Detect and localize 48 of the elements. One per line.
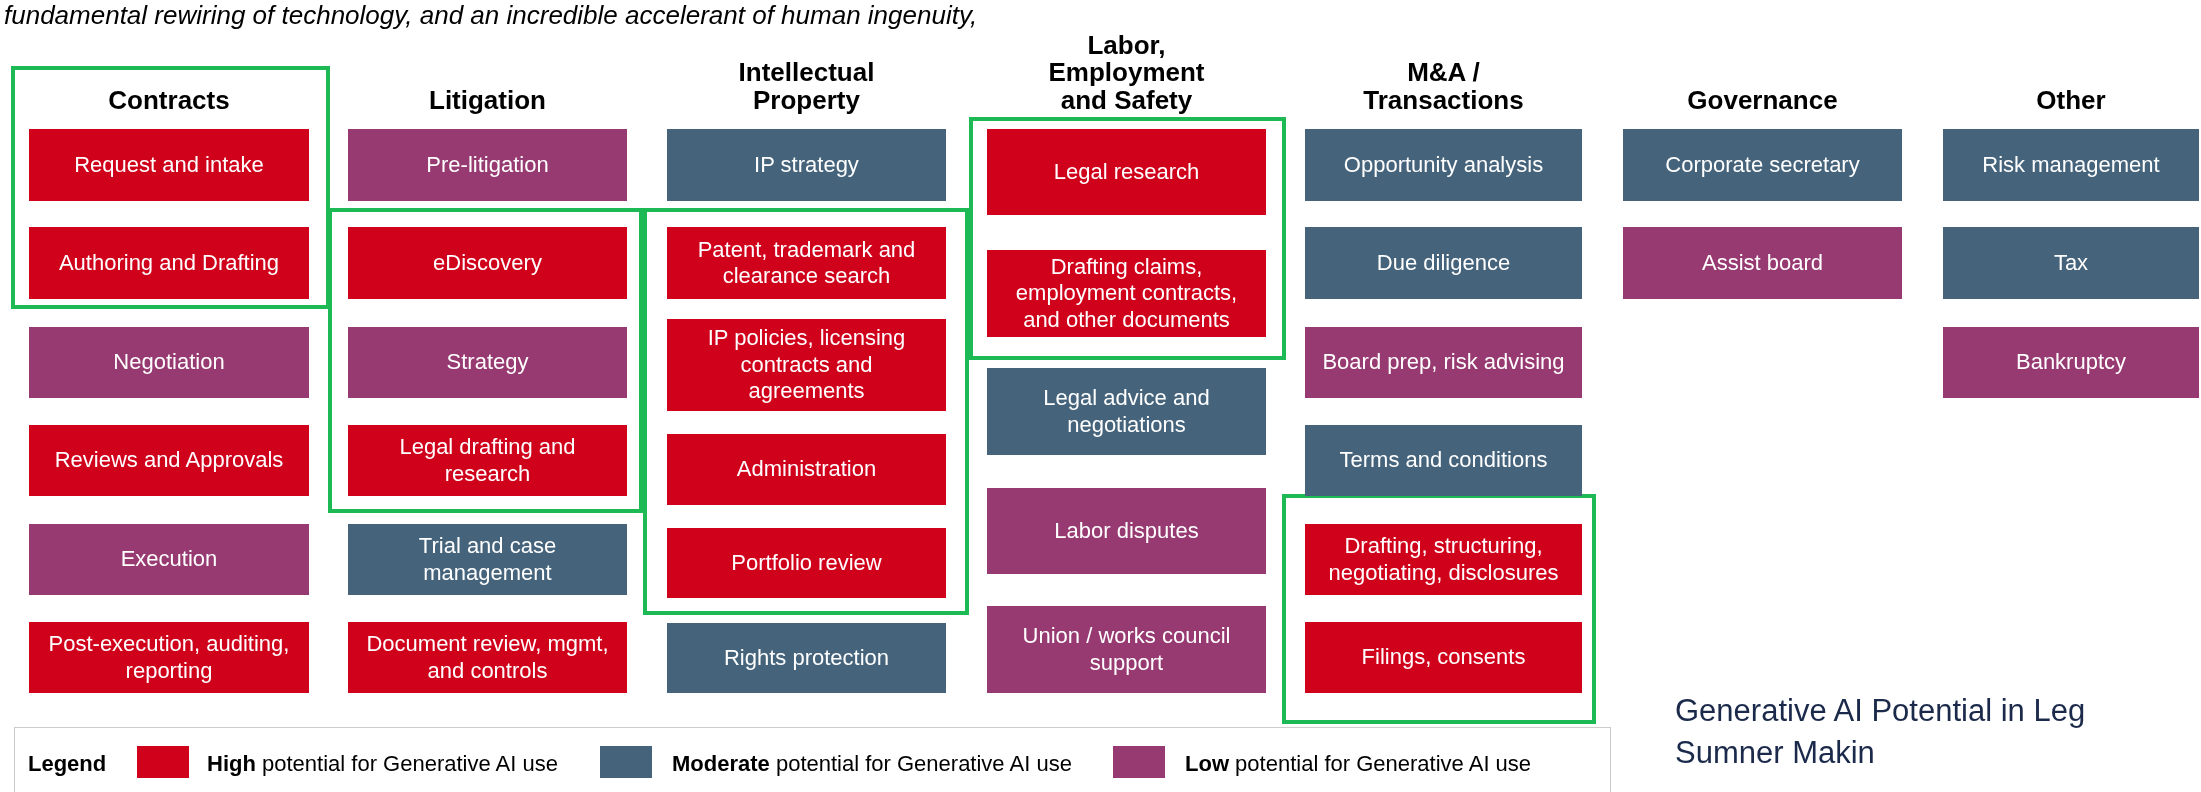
legend-text: High potential for Generative AI use xyxy=(207,751,558,777)
task-box: Terms and conditions xyxy=(1305,425,1582,496)
task-box: Legal advice and negotiations xyxy=(987,368,1266,455)
slide-title: Generative AI Potential in Leg xyxy=(1675,693,2086,729)
column-header: Other xyxy=(2035,83,2107,114)
column-header: Intellectual Property xyxy=(737,56,876,114)
task-box: Due diligence xyxy=(1305,227,1582,299)
task-box: Authoring and Drafting xyxy=(29,227,309,299)
task-box: Filings, consents xyxy=(1305,622,1582,693)
tagline-text: fundamental rewiring of technology, and an incredible accelerant of human ingenuity, xyxy=(4,0,978,31)
task-box: IP strategy xyxy=(667,129,946,201)
task-box: Tax xyxy=(1943,227,2199,299)
column-header: M&A / Transactions xyxy=(1362,56,1525,114)
legend-text: Low potential for Generative AI use xyxy=(1185,751,1532,777)
task-box: Negotiation xyxy=(29,327,309,398)
task-box: Corporate secretary xyxy=(1623,129,1902,201)
task-box: Drafting, structuring, negotiating, disclosures xyxy=(1305,524,1582,595)
task-box: Administration xyxy=(667,434,946,505)
legend-text: Moderate potential for Generative AI use xyxy=(672,751,1072,777)
task-box: Execution xyxy=(29,524,309,595)
task-box: Rights protection xyxy=(667,623,946,693)
author-name: Sumner Makin xyxy=(1675,735,1875,771)
column-header: Litigation xyxy=(428,83,547,114)
task-box: eDiscovery xyxy=(348,227,627,299)
column-header: Governance xyxy=(1686,83,1839,114)
task-box: Pre-litigation xyxy=(348,129,627,201)
task-box: Post-execution, auditing, reporting xyxy=(29,622,309,693)
task-box: Drafting claims, employment contracts, and other documents xyxy=(987,250,1266,337)
task-box: Reviews and Approvals xyxy=(29,425,309,496)
task-box: Trial and case management xyxy=(348,524,627,595)
task-box: Opportunity analysis xyxy=(1305,129,1582,201)
task-box: Patent, trademark and clearance search xyxy=(667,227,946,299)
legend-title: Legend xyxy=(28,751,107,777)
task-box: Strategy xyxy=(348,327,627,398)
task-box: Legal drafting and research xyxy=(348,425,627,496)
task-box: Union / works council support xyxy=(987,606,1266,693)
column-header: Labor, Employment and Safety xyxy=(1047,30,1206,114)
task-box: Labor disputes xyxy=(987,488,1266,574)
task-box: Bankruptcy xyxy=(1943,327,2199,398)
task-box: Board prep, risk advising xyxy=(1305,327,1582,398)
task-box: Assist board xyxy=(1623,227,1902,299)
column-header: Contracts xyxy=(107,83,231,114)
task-box: Request and intake xyxy=(29,129,309,201)
task-box: Portfolio review xyxy=(667,528,946,598)
task-box: Legal research xyxy=(987,129,1266,215)
task-box: Risk management xyxy=(1943,129,2199,201)
task-box: IP policies, licensing contracts and agreements xyxy=(667,319,946,411)
task-box: Document review, mgmt, and controls xyxy=(348,622,627,693)
